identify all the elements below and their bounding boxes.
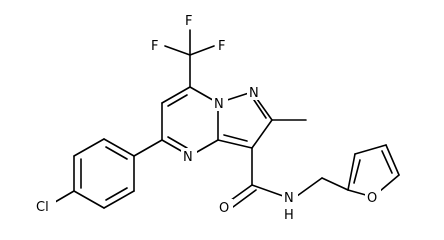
label-bg bbox=[212, 95, 228, 111]
atom-n-pyrazole: N bbox=[249, 86, 259, 101]
atom-f1: F bbox=[151, 39, 158, 54]
bond bbox=[251, 184, 284, 197]
bond bbox=[381, 150, 393, 174]
atom-n-amide: N bbox=[284, 191, 294, 206]
label-bg bbox=[181, 148, 197, 164]
label-bg bbox=[216, 37, 230, 53]
atom-n-bridge: N bbox=[214, 97, 224, 112]
atom-h-amide: H bbox=[284, 208, 294, 223]
bond bbox=[73, 138, 105, 157]
bonds bbox=[49, 29, 400, 209]
atom-o-amide: O bbox=[219, 201, 229, 216]
bond bbox=[103, 138, 135, 157]
atom-n-pyrimidine: N bbox=[183, 150, 193, 165]
label-bg bbox=[282, 189, 298, 205]
bond bbox=[253, 99, 267, 119]
bond bbox=[164, 45, 191, 56]
label-bg bbox=[282, 206, 296, 222]
bond bbox=[385, 144, 400, 176]
label-bg bbox=[183, 12, 197, 28]
bond bbox=[105, 146, 128, 160]
atom-cl: Cl bbox=[36, 200, 49, 215]
atom-o-furan: O bbox=[367, 191, 377, 206]
bond bbox=[217, 139, 253, 149]
bond bbox=[167, 94, 188, 107]
label-bg bbox=[149, 37, 163, 53]
label-bg bbox=[247, 84, 263, 100]
label-bg bbox=[365, 189, 381, 205]
bond bbox=[103, 190, 135, 209]
atom-f3: F bbox=[218, 39, 225, 54]
bond bbox=[321, 177, 349, 191]
label-bg bbox=[34, 198, 56, 214]
bond bbox=[232, 189, 257, 208]
atom-f2: F bbox=[185, 14, 192, 29]
bond bbox=[354, 144, 387, 155]
bond bbox=[189, 45, 215, 56]
bond bbox=[105, 187, 128, 201]
atom-labels: F F F N N N O N H O Cl bbox=[36, 14, 377, 223]
bond bbox=[353, 159, 361, 184]
bond bbox=[296, 177, 323, 197]
bond bbox=[251, 119, 273, 149]
bond bbox=[161, 86, 191, 104]
bond bbox=[167, 136, 188, 149]
bond bbox=[133, 139, 163, 157]
label-bg bbox=[217, 199, 233, 215]
atom-label-backgrounds bbox=[34, 12, 381, 222]
bond bbox=[347, 153, 356, 191]
bond bbox=[223, 134, 248, 142]
bond bbox=[73, 190, 105, 209]
